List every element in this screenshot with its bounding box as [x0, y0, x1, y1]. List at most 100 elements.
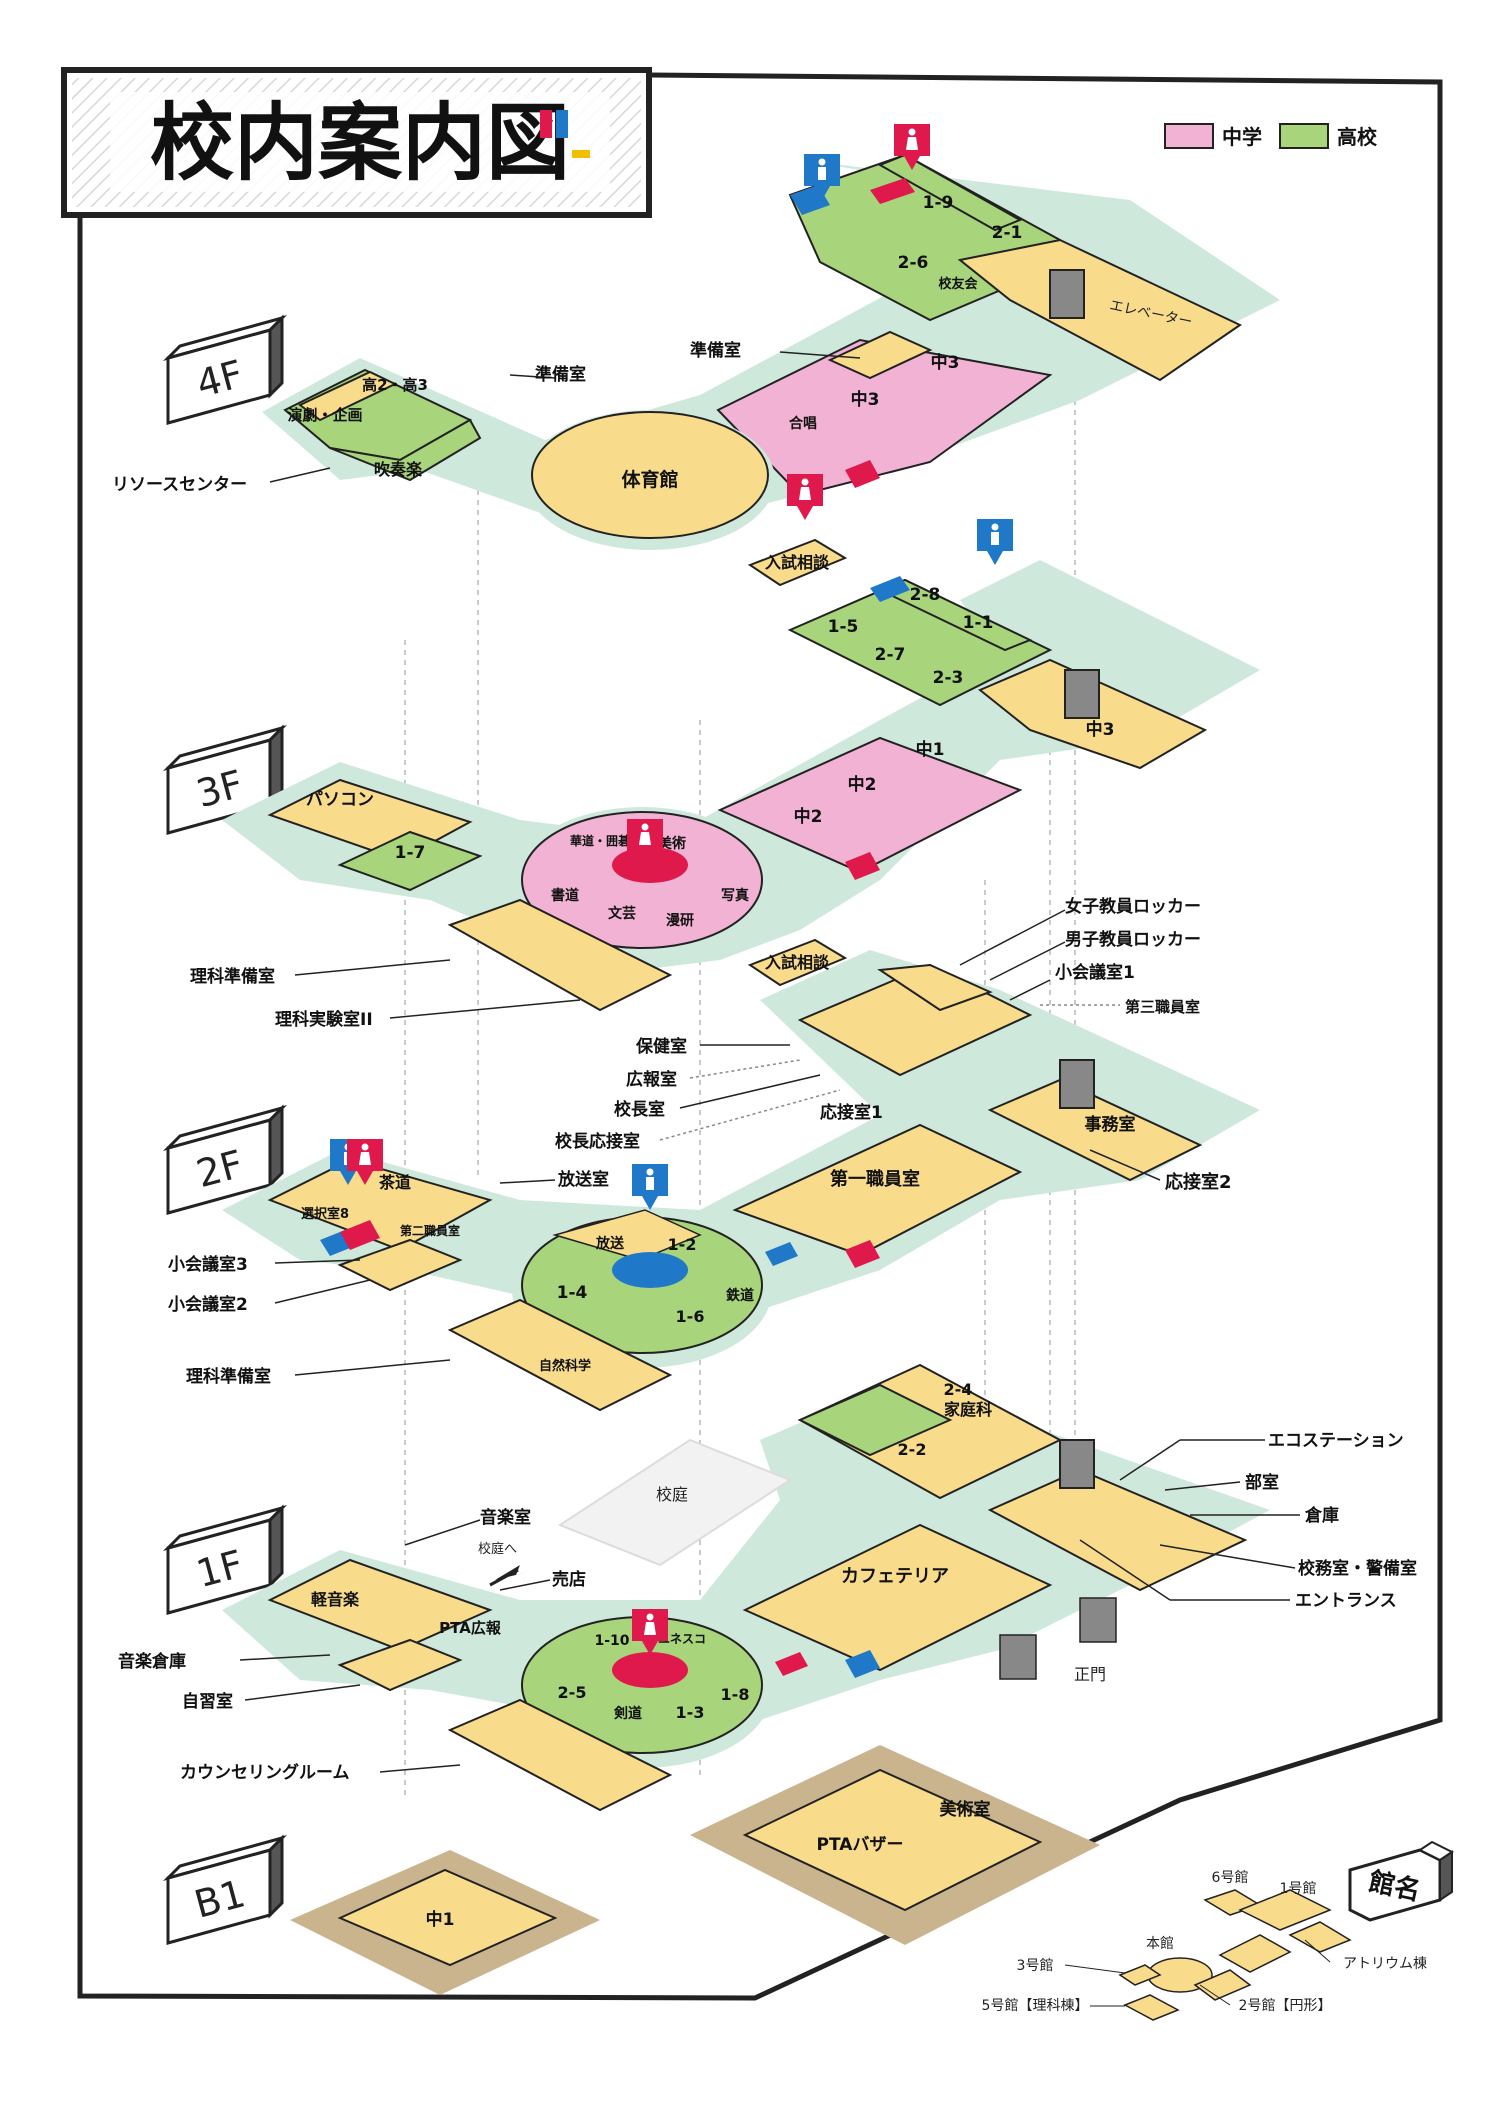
room-3f-chu1: 中1: [916, 739, 945, 760]
room-4f-chu3-b: 中3: [851, 389, 880, 410]
male-restroom-icon: [632, 1164, 668, 1210]
room-b1-art-room: 美術室: [940, 1799, 991, 1820]
room-1f-1-10: 1-10: [594, 1633, 629, 1649]
building-2-round: 2号館【円形】: [1239, 1997, 1332, 2014]
callout-2f-meeting1: 小会議室1: [1055, 962, 1135, 983]
room-3f-1-5: 1-5: [828, 617, 859, 637]
callout-3f-science-lab: 理科実験室II: [275, 1009, 373, 1030]
room-3f-2-7: 2-7: [875, 645, 906, 665]
room-1f-cafeteria: カフェテリア: [841, 1566, 949, 1587]
room-3f-kado-go: 華道・囲碁: [570, 833, 631, 848]
callout-2f-pr-room: 広報室: [626, 1069, 677, 1090]
room-2f-1-4: 1-4: [557, 1283, 588, 1303]
room-3f-art: 美術: [658, 835, 686, 852]
callout-1f-club-room: 部室: [1245, 1472, 1279, 1493]
callout-1f-study-room: 自習室: [182, 1691, 233, 1712]
room-3f-2-8: 2-8: [910, 585, 941, 605]
room-3f-1-1: 1-1: [963, 613, 994, 633]
callout-2f-reception2: 応接室2: [1165, 1171, 1232, 1193]
building-main: 本館: [1146, 1935, 1174, 1952]
building-key: 館名 6号館 1号館 本館 3号館 アトリウム棟 5号館【理科棟】 2号館【円形…: [982, 1840, 1454, 2021]
room-1f-courtyard: 校庭: [656, 1485, 688, 1504]
callout-2f-principal: 校長室: [614, 1099, 665, 1120]
room-3f-chu2-b: 中2: [794, 806, 823, 827]
female-restroom-icon: [787, 474, 823, 520]
room-4f-brass: 吹奏楽: [374, 460, 423, 479]
callout-2f-science-prep: 理科準備室: [186, 1366, 271, 1387]
building-6: 6号館: [1212, 1869, 1249, 1886]
room-1f-kendo: 剣道: [613, 1705, 642, 1722]
room-3f-photo: 写真: [721, 887, 749, 904]
callout-2f-meeting3: 小会議室3: [168, 1254, 248, 1275]
room-2f-natural-science: 自然科学: [539, 1358, 591, 1374]
room-b1-chu1: 中1: [426, 1909, 455, 1930]
building-atrium: アトリウム棟: [1343, 1956, 1427, 1972]
callout-4f-resource-center: リソースセンター: [112, 475, 247, 495]
room-1f-2-5: 2-5: [558, 1683, 587, 1702]
room-3f-manga: 漫研: [666, 912, 694, 929]
room-4f-alumni: 校友会: [938, 276, 978, 292]
floor-tags: 4F 3F 2F 1F B1: [162, 314, 288, 1945]
courtyard: [557, 1438, 793, 1567]
legend-label-senior: 高校: [1337, 125, 1378, 149]
room-2f-1-2: 1-2: [668, 1235, 697, 1254]
room-1f-1-8: 1-8: [721, 1685, 750, 1704]
map-frame: [77, 67, 1443, 2001]
floor-tag-2f: 2F: [162, 1104, 288, 1215]
room-1f-2-2: 2-2: [898, 1440, 927, 1459]
room-2f-railway: 鉄道: [726, 1287, 754, 1304]
room-2f-elective8: 選択室8: [301, 1206, 349, 1222]
callout-1f-eco-station: エコステーション: [1268, 1431, 1404, 1451]
room-2f-staff2: 第二職員室: [400, 1223, 460, 1238]
room-1f-unesco: ユネスコ: [658, 1632, 706, 1646]
floor-1f: 2-4 家庭科 2-2 校庭 カフェテリア 軽音楽 PTA広報 1-10 ユネス…: [118, 1363, 1417, 1812]
main-gate-right: [1079, 1597, 1117, 1643]
legend-label-junior: 中学: [1222, 125, 1262, 149]
callout-2f-broadcast-room: 放送室: [557, 1169, 609, 1190]
callout-1f-music-room: 音楽室: [480, 1507, 531, 1528]
room-4f-2-6: 2-6: [898, 253, 929, 273]
callout-2f-health-room: 保健室: [635, 1036, 687, 1057]
callout-1f-shop: 売店: [552, 1569, 586, 1590]
room-4f-2-1: 2-1: [992, 223, 1023, 243]
callout-2f-male-locker: 男子教員ロッカー: [1065, 929, 1201, 950]
callout-1f-music-storage: 音楽倉庫: [118, 1651, 186, 1672]
title-box: 校内案内図: [61, 67, 652, 218]
room-4f-gym: 体育館: [621, 468, 678, 491]
floor-tag-1f: 1F: [162, 1504, 288, 1615]
room-3f-literature: 文芸: [608, 905, 636, 922]
room-4f-chorus: 合唱: [789, 415, 817, 432]
room-4f-1-9: 1-9: [923, 193, 954, 213]
floor-2f: 入試相談 茶道 選択室8 第二職員室 放送 1-2 1-4 1-6 鉄道 第一職…: [168, 896, 1260, 1412]
room-4f-drama: 演劇・企画: [287, 406, 362, 424]
room-3f-calligraphy: 書道: [551, 887, 579, 904]
room-2f-office: 事務室: [1085, 1114, 1136, 1135]
callout-1f-counseling: カウンセリングルーム: [180, 1762, 350, 1783]
floor-4f: 1-9 2-1 2-6 校友会 エレベーター 中3 中3 合唱 体育館 高2・高…: [112, 153, 1280, 550]
room-2f-1-6: 1-6: [676, 1307, 705, 1326]
callout-2f-staff3: 第三職員室: [1125, 998, 1200, 1016]
room-2f-broadcast: 放送: [595, 1235, 625, 1252]
callout-1f-entrance: エントランス: [1295, 1591, 1397, 1611]
floor-b1: 中1 PTAバザー 美術室: [290, 1745, 1100, 1995]
callout-3f-science-prep: 理科準備室: [190, 966, 275, 987]
room-3f-exam-consult: 入試相談: [765, 553, 830, 572]
floor-tag-4f: 4F: [162, 314, 288, 425]
callout-1f-to-courtyard: 校庭へ: [478, 1541, 517, 1557]
callout-4f-prep-east: 準備室: [690, 340, 741, 361]
callout-1f-custodial: 校務室・警備室: [1298, 1558, 1417, 1579]
room-3f-pc: パソコン: [306, 790, 374, 810]
room-1f-home-ec: 家庭科: [944, 1400, 992, 1419]
room-2f-staff1: 第一職員室: [830, 1168, 920, 1190]
floor-3f: 入試相談 2-8 1-1 1-5 2-7 2-3 中3 中1 中2 中2 パソコ…: [190, 538, 1260, 1030]
male-restroom-icon: [977, 519, 1013, 565]
room-1f-light-music: 軽音楽: [311, 1590, 360, 1609]
building-5-science: 5号館【理科棟】: [982, 1997, 1089, 2014]
room-2f-exam-consult: 入試相談: [765, 953, 830, 972]
room-1f-main-gate: 正門: [1074, 1665, 1106, 1684]
building-3: 3号館: [1017, 1957, 1054, 1974]
main-gate-left: [999, 1634, 1037, 1680]
legend: 中学 高校: [1164, 123, 1378, 149]
room-1f-2-4: 2-4: [944, 1380, 973, 1399]
callout-2f-principal-reception: 校長応接室: [555, 1131, 640, 1152]
